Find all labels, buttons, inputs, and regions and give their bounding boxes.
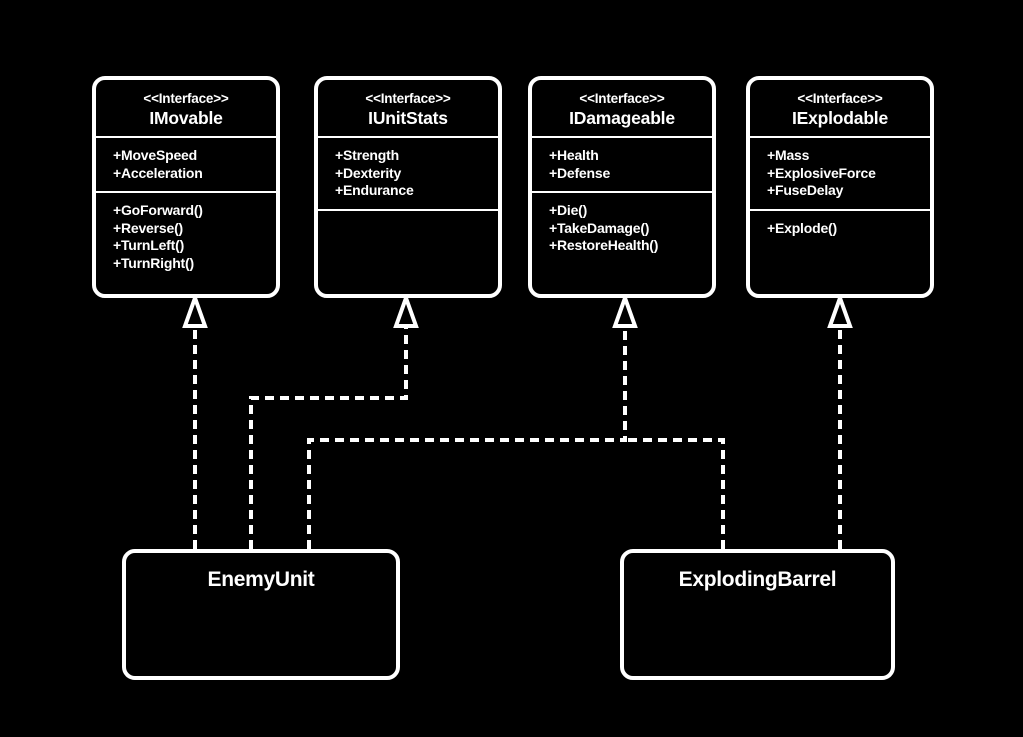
attribute-item: +FuseDelay [767, 182, 844, 198]
interface-header-idamageable: <<Interface>> IDamageable [532, 80, 712, 136]
interface-name: IDamageable [569, 108, 675, 128]
stereotype-label: <<Interface>> [579, 91, 665, 106]
attributes-compartment-iexplodable: +Mass +ExplosiveForce +FuseDelay [750, 136, 930, 209]
operation-item: +GoForward() [113, 202, 203, 218]
attribute-item: +Strength [335, 147, 399, 163]
edge-enemyunit-idamageable [307, 324, 627, 549]
interface-name: IExplodable [791, 108, 888, 128]
attribute-item: +Defense [549, 164, 611, 181]
edge-explodingbarrel-idamageable [625, 438, 725, 549]
attribute-item: +Acceleration [113, 164, 203, 181]
operation-item: +TurnLeft() [113, 237, 185, 253]
operations-compartment-iexplodable: +Explode() [750, 208, 930, 247]
realization-arrowhead-iexplodable [827, 292, 853, 328]
class-name: ExplodingBarrel [678, 568, 837, 591]
operation-item: +TakeDamage() [549, 219, 650, 236]
operation-item: +Reverse() [113, 219, 183, 236]
stereotype-label: <<Interface>> [365, 91, 451, 106]
operation-list: +Explode() [750, 211, 930, 247]
edge-enemyunit-iunitstats [249, 324, 408, 549]
realization-arrowhead-imovable [182, 292, 208, 328]
interface-header-imovable: <<Interface>> IMovable [96, 80, 276, 136]
attribute-list: +MoveSpeed +Acceleration [96, 138, 276, 191]
attribute-list: +Health +Defense [532, 138, 712, 191]
realization-arrowhead-iunitstats [393, 292, 419, 328]
interface-name: IMovable [149, 108, 223, 128]
operation-item: +RestoreHealth() [549, 237, 659, 253]
interface-node-idamageable[interactable]: <<Interface>> IDamageable +Health +Defen… [528, 76, 716, 298]
operations-compartment-iunitstats [318, 208, 498, 219]
operation-list: +Die() +TakeDamage() +RestoreHealth() [532, 193, 712, 264]
attribute-item: +Health [549, 147, 599, 163]
operation-list [318, 211, 498, 219]
attribute-item: +ExplosiveForce [767, 164, 876, 181]
attribute-list: +Strength +Dexterity +Endurance [318, 138, 498, 209]
attribute-list: +Mass +ExplosiveForce +FuseDelay [750, 138, 930, 209]
operation-item: +Explode() [767, 219, 837, 236]
attribute-item: +Dexterity [335, 164, 402, 181]
interface-node-iexplodable[interactable]: <<Interface>> IExplodable +Mass +Explosi… [746, 76, 934, 298]
operation-list: +GoForward() +Reverse() +TurnLeft() +Tur… [96, 193, 276, 281]
attributes-compartment-imovable: +MoveSpeed +Acceleration [96, 136, 276, 191]
interface-header-iunitstats: <<Interface>> IUnitStats [318, 80, 498, 136]
realization-arrowhead-idamageable [612, 292, 638, 328]
attributes-compartment-idamageable: +Health +Defense [532, 136, 712, 191]
operation-item: +Die() [549, 202, 588, 218]
class-node-explodingbarrel[interactable]: ExplodingBarrel [620, 549, 895, 680]
interface-node-imovable[interactable]: <<Interface>> IMovable +MoveSpeed +Accel… [92, 76, 280, 298]
interface-name: IUnitStats [368, 108, 448, 128]
class-name: EnemyUnit [207, 568, 315, 591]
interface-node-iunitstats[interactable]: <<Interface>> IUnitStats +Strength +Dext… [314, 76, 502, 298]
operation-item: +TurnRight() [113, 254, 194, 271]
stereotype-label: <<Interface>> [797, 91, 883, 106]
stereotype-label: <<Interface>> [143, 91, 229, 106]
attribute-item: +Endurance [335, 182, 414, 198]
attributes-compartment-iunitstats: +Strength +Dexterity +Endurance [318, 136, 498, 209]
operations-compartment-imovable: +GoForward() +Reverse() +TurnLeft() +Tur… [96, 191, 276, 281]
class-node-enemyunit[interactable]: EnemyUnit [122, 549, 400, 680]
attribute-item: +MoveSpeed [113, 147, 197, 163]
interface-header-iexplodable: <<Interface>> IExplodable [750, 80, 930, 136]
attribute-item: +Mass [767, 147, 810, 163]
operations-compartment-idamageable: +Die() +TakeDamage() +RestoreHealth() [532, 191, 712, 264]
